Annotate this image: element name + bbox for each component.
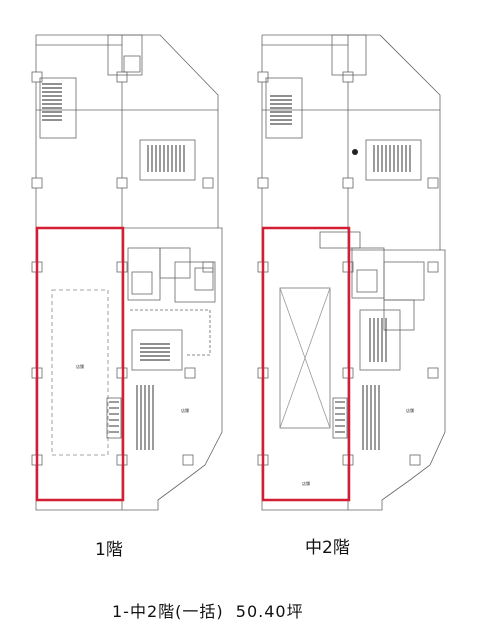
floor-plan-1f: 店舗 店舗 [31, 34, 223, 511]
stair-1f-d [136, 385, 154, 450]
floor-plan-m2f: 店舗 店舗 [257, 34, 446, 511]
floor-label-m2f: 中2階 [305, 538, 350, 558]
store-outline-1f [51, 289, 109, 456]
floor-label-1f: 1階 [95, 540, 123, 560]
stair-1f-a [42, 83, 62, 121]
stair-1f-c [140, 343, 170, 361]
leased-area-m2f [261, 226, 351, 502]
building-outline-m2f [261, 34, 446, 511]
stair-m2f-b [373, 145, 411, 172]
room-text-m2f: 店舗 [302, 480, 310, 486]
leased-area-1f [35, 226, 125, 502]
stair-m2f-d [362, 385, 380, 450]
building-outline-1f [35, 34, 223, 511]
side-room-text-1f: 店舗 [181, 407, 189, 413]
stair-m2f-a [270, 95, 292, 125]
void-area-m2f [279, 287, 331, 429]
area-caption: 1-中2階(一括) 50.40坪 [112, 602, 304, 621]
stair-1f-b [147, 145, 185, 172]
room-text-1f: 店舗 [76, 363, 84, 369]
side-room-text-m2f: 店舗 [406, 407, 414, 413]
stair-m2f-c [369, 318, 387, 362]
